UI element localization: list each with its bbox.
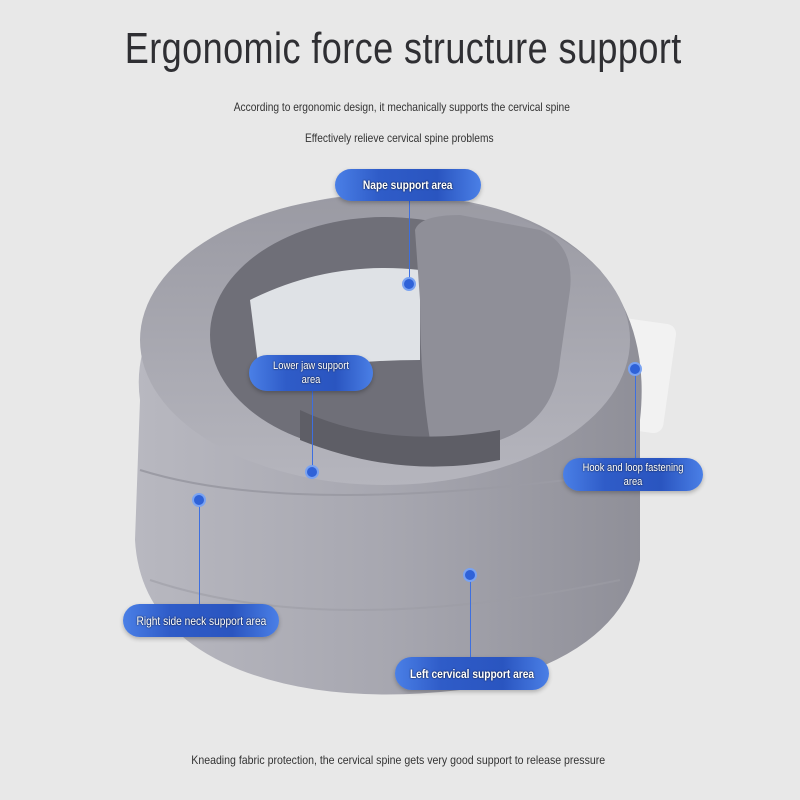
lower-jaw-support-label: Lower jaw support area [249, 355, 373, 391]
nape-leader-line [409, 200, 410, 284]
right-neck-support-label: Right side neck support area [123, 604, 279, 637]
nape-marker-dot [402, 277, 416, 291]
footer-caption: Kneading fabric protection, the cervical… [191, 753, 606, 767]
nape-support-label: Nape support area [335, 169, 481, 201]
left-cervical-support-label: Left cervical support area [395, 657, 549, 690]
right-neck-leader-line [199, 500, 200, 604]
hook-loop-marker-dot [628, 362, 642, 376]
subtitle-relief: Effectively relieve cervical spine probl… [304, 131, 494, 145]
hook-loop-leader-line [635, 369, 636, 459]
left-cervical-leader-line [470, 575, 471, 657]
hook-loop-fastening-label: Hook and loop fastening area [563, 458, 703, 491]
subtitle-design: According to ergonomic design, it mechan… [233, 100, 570, 114]
page-title: Ergonomic force structure support [124, 24, 682, 73]
lower-jaw-marker-dot [305, 465, 319, 479]
lower-jaw-leader-line [312, 390, 313, 472]
left-cervical-marker-dot [463, 568, 477, 582]
right-neck-marker-dot [192, 493, 206, 507]
